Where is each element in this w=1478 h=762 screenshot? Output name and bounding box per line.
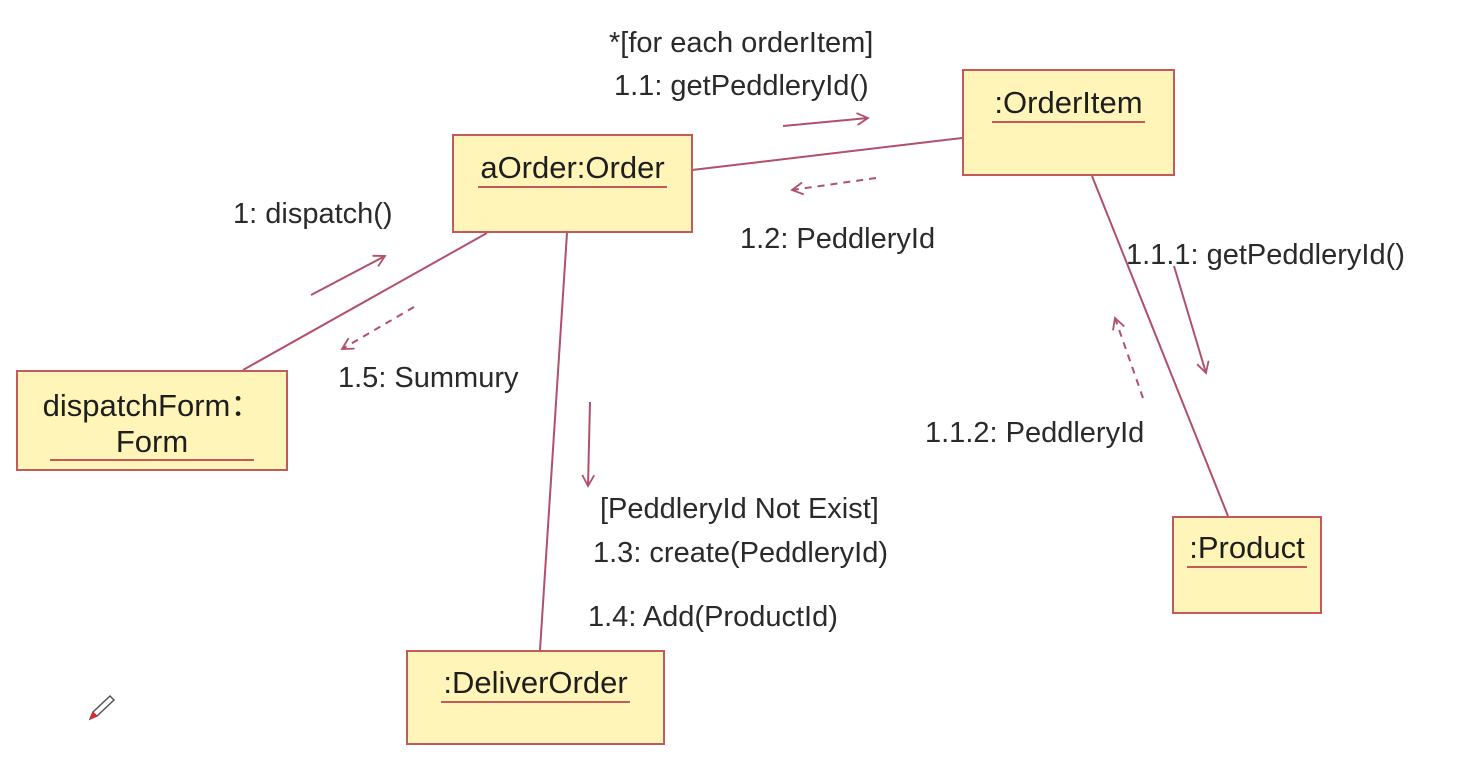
object-order[interactable]: aOrder:Order	[452, 134, 693, 233]
label-1: 1: dispatch()	[233, 198, 393, 230]
object-dispatchform[interactable]: dispatchForm： Form	[16, 370, 288, 471]
label-1-3: 1.3: create(PeddleryId)	[593, 537, 888, 569]
object-orderitem-name: :OrderItem	[992, 85, 1145, 123]
arrow-1-2-return	[790, 177, 877, 196]
object-orderitem[interactable]: :OrderItem	[962, 69, 1175, 176]
pencil-icon	[88, 694, 116, 721]
link-order-deliverorder	[539, 232, 568, 651]
arrow-1-1-1	[1173, 265, 1210, 375]
arrow-1-1	[782, 112, 870, 127]
label-1-1-1: 1.1.1: getPeddleryId()	[1126, 239, 1405, 271]
label-for-each: *[for each orderItem]	[609, 27, 874, 59]
label-1-2: 1.2: PeddleryId	[740, 223, 936, 255]
object-deliverorder[interactable]: :DeliverOrder	[406, 650, 665, 745]
arrow-1-dispatch	[310, 254, 387, 296]
object-deliverorder-name: :DeliverOrder	[441, 665, 630, 703]
link-form-order	[242, 232, 488, 371]
link-order-orderitem	[691, 137, 963, 171]
object-product-name: :Product	[1187, 530, 1307, 568]
label-1-4: 1.4: Add(ProductId)	[588, 601, 838, 633]
object-dispatchform-name-line1: dispatchForm：	[42, 388, 262, 423]
label-1-1: 1.1: getPeddleryId()	[614, 70, 869, 102]
object-dispatchform-name-line2: Form	[49, 424, 255, 462]
link-orderitem-product	[1091, 175, 1229, 517]
label-guard: [PeddleryId Not Exist]	[600, 493, 879, 525]
arrow-1-5-return	[340, 306, 415, 350]
label-1-1-2: 1.1.2: PeddleryId	[925, 417, 1145, 449]
arrow-1-3	[581, 401, 596, 488]
object-product[interactable]: :Product	[1172, 516, 1322, 614]
label-1-5: 1.5: Summury	[338, 362, 519, 394]
arrow-1-1-2-return	[1112, 316, 1144, 399]
object-order-name: aOrder:Order	[478, 150, 667, 188]
